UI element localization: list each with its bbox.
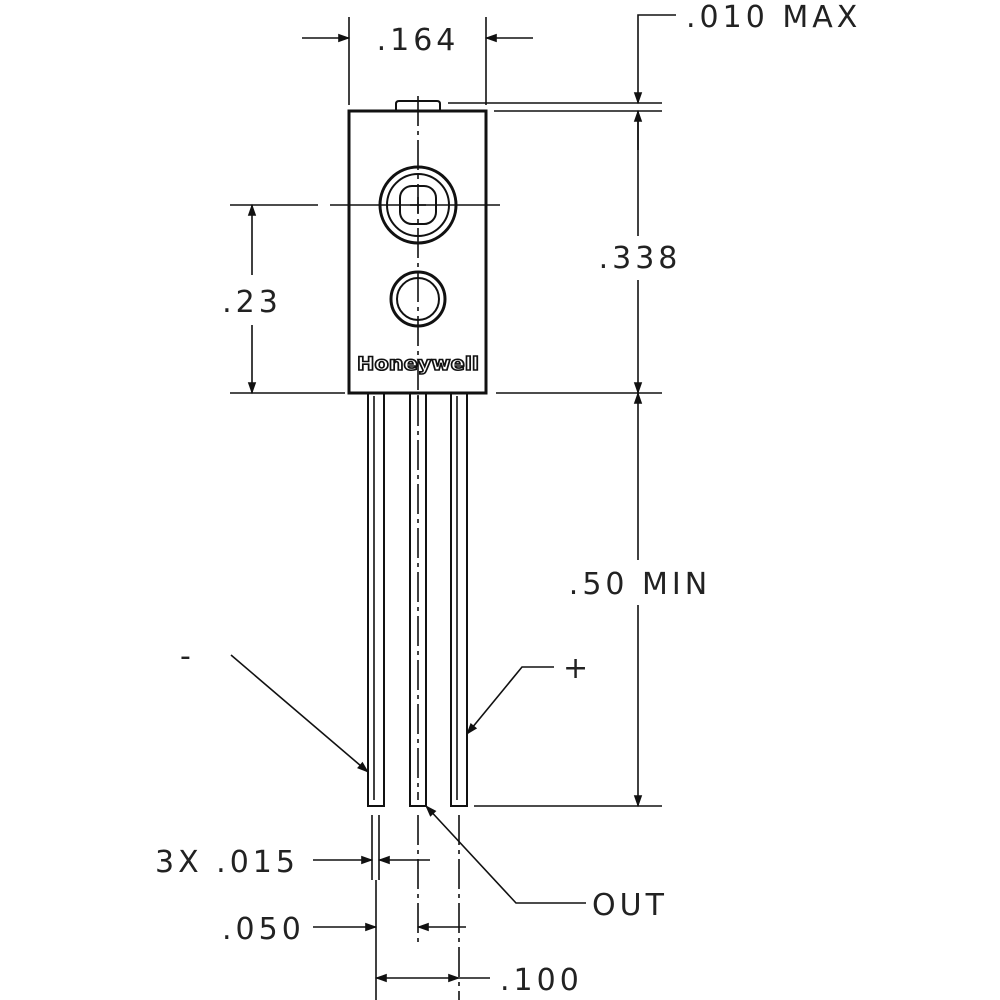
dim-window-height: .23 [222, 203, 345, 395]
dim-body-height-label: .338 [599, 241, 682, 276]
dim-lead-offset-label: .050 [222, 912, 305, 947]
dim-body-width-label: .164 [377, 23, 460, 58]
dim-lead-length-label: .50 MIN [569, 567, 711, 602]
dim-window-height-label: .23 [222, 285, 282, 320]
dim-body-width: .164 [302, 17, 533, 105]
pin-output-label: OUT [592, 888, 668, 923]
pin-positive-label: + [563, 651, 592, 686]
dim-lead-width-label: 3X .015 [155, 845, 299, 880]
pin-negative-label: - [180, 639, 195, 674]
lead-negative [367, 393, 385, 807]
callout-negative: - [180, 639, 369, 773]
lead-output [409, 393, 427, 807]
dim-lead-pitch-label: .100 [500, 963, 583, 998]
brand-label: Honeywell [357, 353, 479, 375]
dim-lead-length: .50 MIN [474, 391, 711, 808]
package-body [347, 96, 488, 400]
dim-body-height: .338 [496, 109, 682, 395]
dim-lid-max-label: .010 MAX [686, 0, 861, 35]
dim-lead-offset: .050 [222, 815, 466, 1000]
lead-positive [450, 393, 468, 807]
dim-lid-max: .010 MAX [448, 0, 861, 150]
callout-output: OUT [425, 805, 668, 923]
callout-positive: + [466, 651, 592, 735]
dim-lead-width: 3X .015 [155, 815, 430, 880]
lower-window-icon [389, 270, 447, 328]
dim-lead-pitch: .100 [374, 815, 583, 1000]
